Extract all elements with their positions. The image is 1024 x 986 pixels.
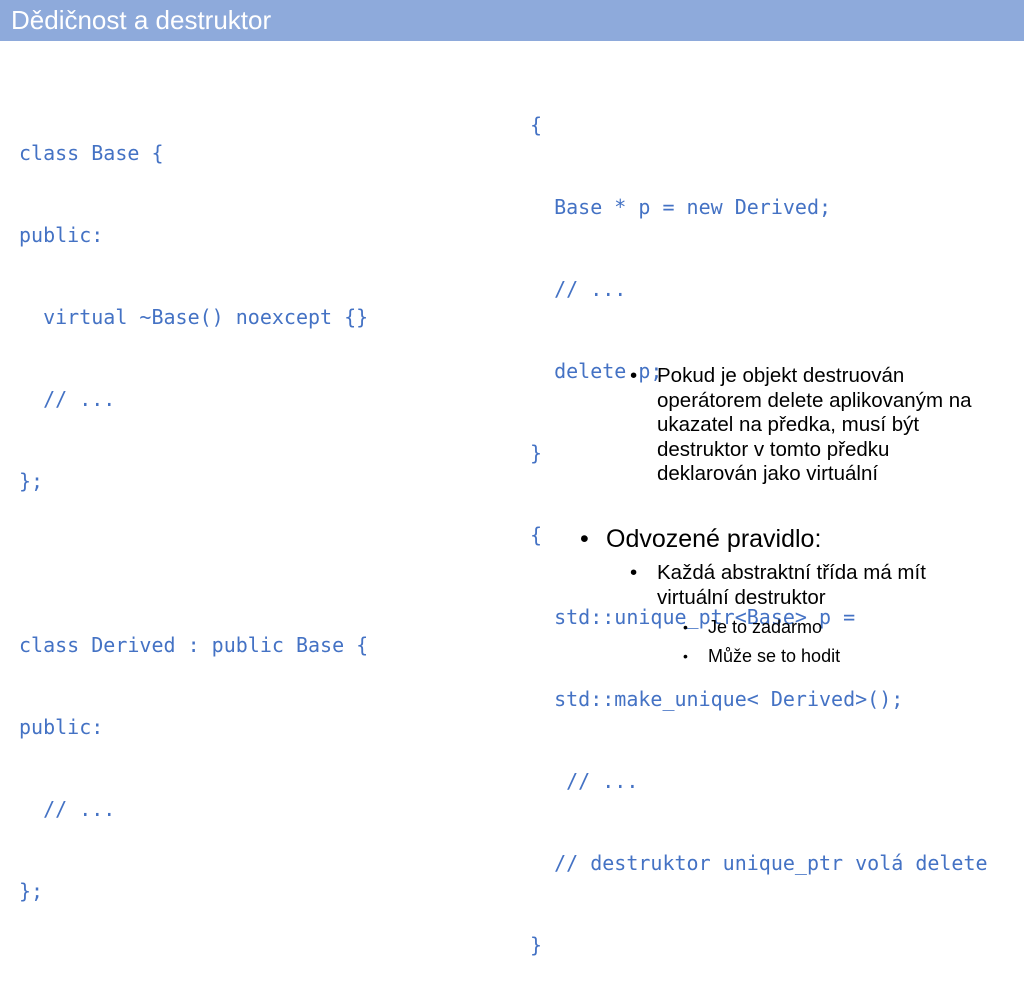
bullet-dot-icon: • — [683, 619, 688, 635]
code-line: Base * p = new Derived; — [530, 194, 832, 219]
title-bar: Dědičnost a destruktor — [0, 0, 1024, 41]
code-line: delete p; — [530, 358, 663, 383]
bullet-dot-icon: • — [580, 525, 589, 553]
code-line: } — [530, 440, 543, 465]
bullet-line: Pokud je objekt destruován — [657, 364, 905, 387]
slide-title: Dědičnost a destruktor — [11, 5, 272, 35]
bullet-text: Každá abstraktní třída má mít virtuální … — [657, 561, 926, 610]
code-line: public: — [19, 222, 104, 247]
code-block-class-definitions: class Base { public: virtual ~Base() noe… — [19, 85, 368, 932]
bullet-dot-icon: • — [630, 561, 638, 584]
code-line: { — [530, 522, 543, 547]
code-line: { — [530, 112, 543, 137]
code-line: }; — [19, 878, 44, 903]
code-line: } — [530, 932, 543, 957]
code-line: // destruktor unique_ptr volá delete — [530, 850, 988, 875]
bullet-line: operátorem delete aplikovaným na — [657, 388, 972, 412]
bullet-line: virtuální destruktor — [657, 585, 826, 609]
bullet-text: Pokud je objekt destruován operátorem de… — [657, 364, 1024, 487]
bullet-line: destruktor v tomto předku — [657, 437, 890, 461]
code-line: // ... — [19, 796, 116, 821]
bullet-line: ukazatel na předka, musí být — [657, 413, 920, 437]
code-line: virtual ~Base() noexcept {} — [19, 304, 369, 329]
code-line: public: — [19, 714, 104, 739]
code-line: // ... — [530, 276, 627, 301]
bullet-dot-icon: • — [683, 648, 688, 664]
bullet-text: Je to zadarmo — [708, 617, 823, 637]
bullet-dot-icon: • — [630, 364, 638, 387]
code-line: }; — [19, 468, 44, 493]
bullet-line: deklarován jako virtuální — [657, 462, 879, 486]
code-line: class Base { — [19, 140, 164, 165]
bullet-line: Každá abstraktní třída má mít — [657, 561, 926, 584]
code-line: std::make_unique< Derived>(); — [530, 686, 904, 711]
code-line: // ... — [19, 386, 116, 411]
code-block-usage: { Base * p = new Derived; // ... delete … — [530, 57, 988, 986]
code-line — [19, 550, 368, 577]
code-line: class Derived : public Base { — [19, 632, 369, 657]
bullet-text: Odvozené pravidlo: — [606, 525, 822, 553]
code-line: // ... — [530, 768, 639, 793]
code-line: std::unique_ptr<Base> p = — [530, 604, 856, 629]
bullet-text: Může se to hodit — [708, 646, 841, 666]
